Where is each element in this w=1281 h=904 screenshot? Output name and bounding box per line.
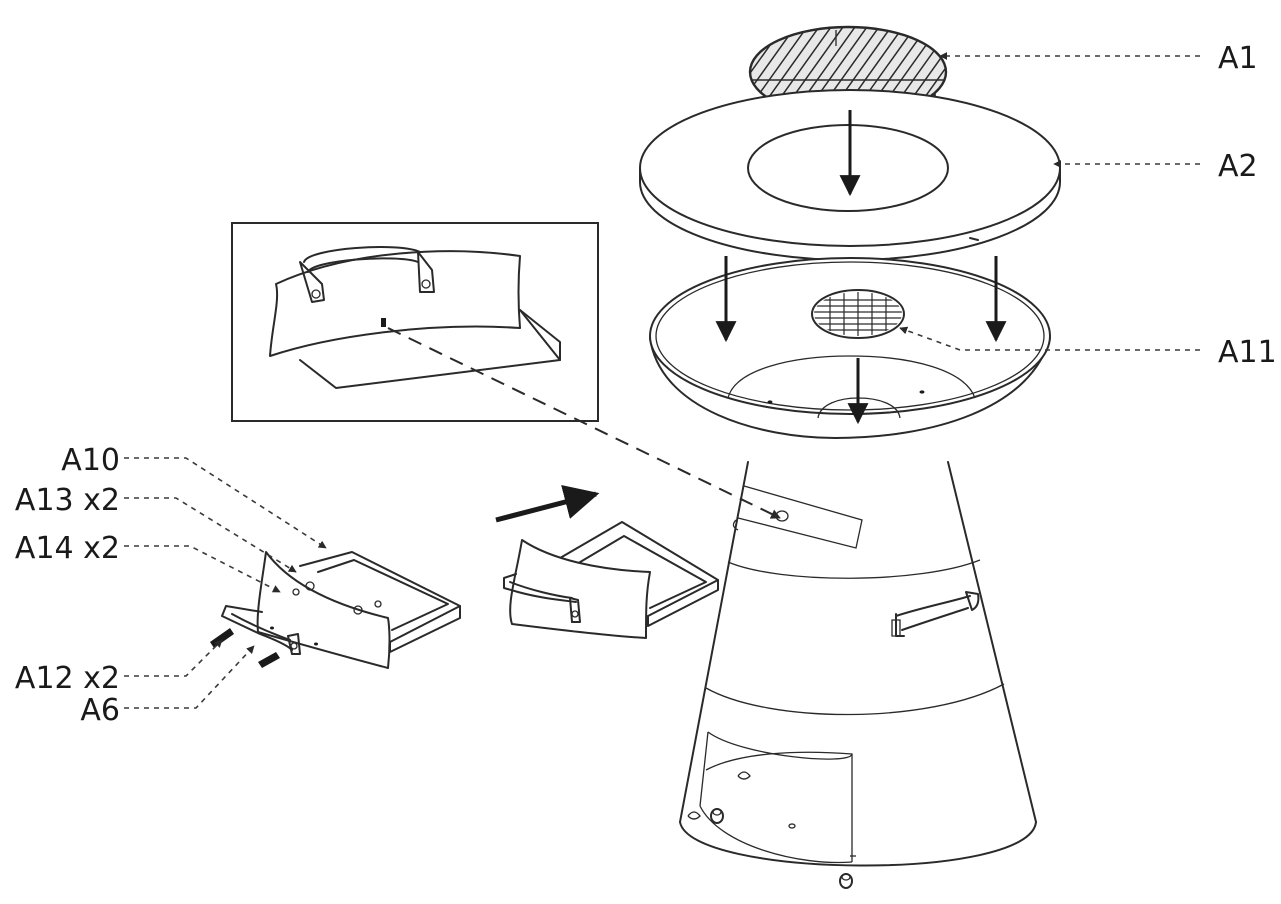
label-a6: A6 (80, 693, 120, 728)
label-a1: A1 (1218, 41, 1258, 76)
label-a2: A2 (1218, 149, 1258, 184)
label-a13: A13 x2 (15, 483, 120, 518)
label-a11: A11 (1218, 335, 1277, 370)
ash-grate (811, 289, 905, 339)
fire-bowl (649, 257, 1051, 439)
inset-detail (231, 222, 599, 422)
inset-connector-line (387, 327, 781, 519)
assembly-arrows (495, 110, 1007, 523)
label-a14: A14 x2 (15, 531, 120, 566)
side-shelf-middle (503, 521, 719, 639)
label-a12: A12 x2 (15, 661, 120, 696)
label-a10: A10 (61, 443, 120, 478)
base-cone (679, 461, 1037, 889)
side-shelf-exploded (210, 551, 461, 669)
callout-leaders (124, 52, 1200, 709)
